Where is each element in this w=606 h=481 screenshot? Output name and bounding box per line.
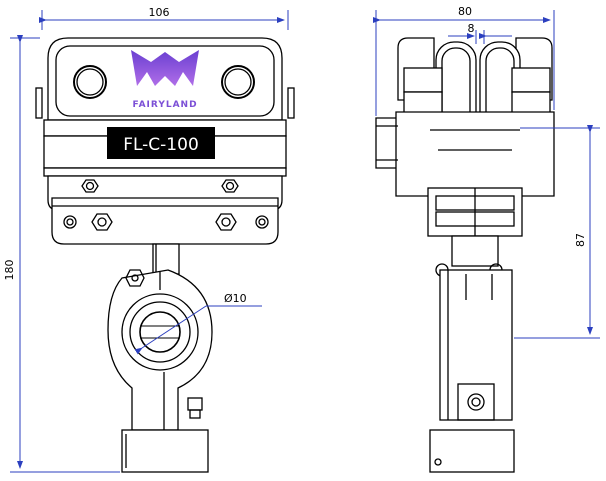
model-label-bg: [107, 127, 215, 159]
nut-row-lower: [63, 213, 269, 231]
nut-row-upper: [81, 179, 239, 193]
dim-top-width: 106: [149, 6, 170, 19]
logo-mark-icon: [131, 50, 199, 86]
dim-side-height: 87: [574, 233, 587, 247]
logo-text: FAIRYLAND: [132, 100, 197, 110]
left-wheel-cap: [73, 65, 107, 99]
dim-diameter: Ø10: [224, 292, 247, 305]
clamp-body: [107, 269, 213, 431]
dim-total-height: 180: [3, 260, 16, 281]
fairyland-logo: FAIRYLAND: [131, 50, 199, 110]
dim-side-width: 80: [458, 5, 472, 18]
model-label: FL-C-100: [123, 135, 199, 155]
front-view: [35, 37, 295, 473]
right-wheel-cap: [221, 65, 255, 99]
base-block: [121, 429, 209, 473]
side-view: [375, 37, 555, 473]
side-base: [429, 429, 515, 473]
carriage-top-body: [47, 37, 283, 121]
dimension-lines: [10, 10, 600, 473]
dim-gap: 8: [468, 22, 475, 35]
